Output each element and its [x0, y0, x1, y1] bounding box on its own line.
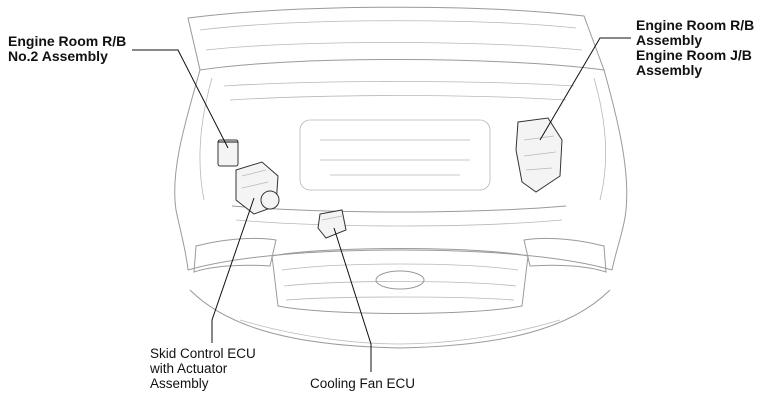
label-line: with Actuator [150, 361, 256, 376]
leader-rb2 [132, 50, 228, 148]
engine-room-rb-no2-part [218, 140, 238, 166]
leader-rb-jb [540, 38, 631, 140]
label-cooling-fan-ecu: Cooling Fan ECU [310, 376, 415, 391]
right-fender [604, 70, 627, 270]
engine-room-rb-jb-part [516, 118, 562, 192]
radiator-support-2 [236, 220, 562, 226]
right-fender-inner [594, 78, 606, 200]
cowl-panel-2 [230, 96, 566, 101]
label-line: Assembly [636, 33, 754, 48]
label-line: Assembly [636, 63, 754, 78]
label-line: Skid Control ECU [150, 346, 256, 361]
label-line: Cooling Fan ECU [310, 376, 415, 391]
grille-bar-3 [286, 297, 514, 300]
hood-inner [200, 21, 576, 30]
emblem [376, 271, 424, 289]
bumper [190, 290, 610, 348]
front-fascia [188, 250, 612, 270]
grille-outline [272, 249, 528, 314]
grille-bar-1 [282, 264, 518, 270]
label-line: Engine Room R/B [8, 34, 126, 49]
label-line: Engine Room R/B [636, 18, 754, 33]
engine-cover [300, 120, 490, 190]
skid-control-ecu-part [236, 162, 279, 214]
left-headlamp [194, 238, 276, 272]
label-engine-room-rb-jb: Engine Room R/B Assembly Engine Room J/B… [636, 18, 754, 78]
label-skid-control-ecu: Skid Control ECU with Actuator Assembly [150, 346, 256, 391]
right-headlamp [524, 238, 606, 272]
label-line: Assembly [150, 376, 256, 391]
engine-detail [320, 140, 470, 175]
hood-inner-2 [206, 43, 582, 51]
label-engine-room-rb-no2: Engine Room R/B No.2 Assembly [8, 34, 126, 64]
label-line: Engine Room J/B [636, 48, 754, 63]
hood-outline [188, 7, 604, 70]
cooling-fan-ecu-part [318, 210, 346, 238]
grille-bar-2 [284, 282, 516, 287]
bumper-lower [240, 320, 560, 344]
label-line: No.2 Assembly [8, 49, 126, 64]
cowl-panel [224, 82, 574, 87]
leader-skid [212, 198, 254, 343]
left-fender [175, 70, 200, 270]
radiator-support [232, 206, 566, 212]
